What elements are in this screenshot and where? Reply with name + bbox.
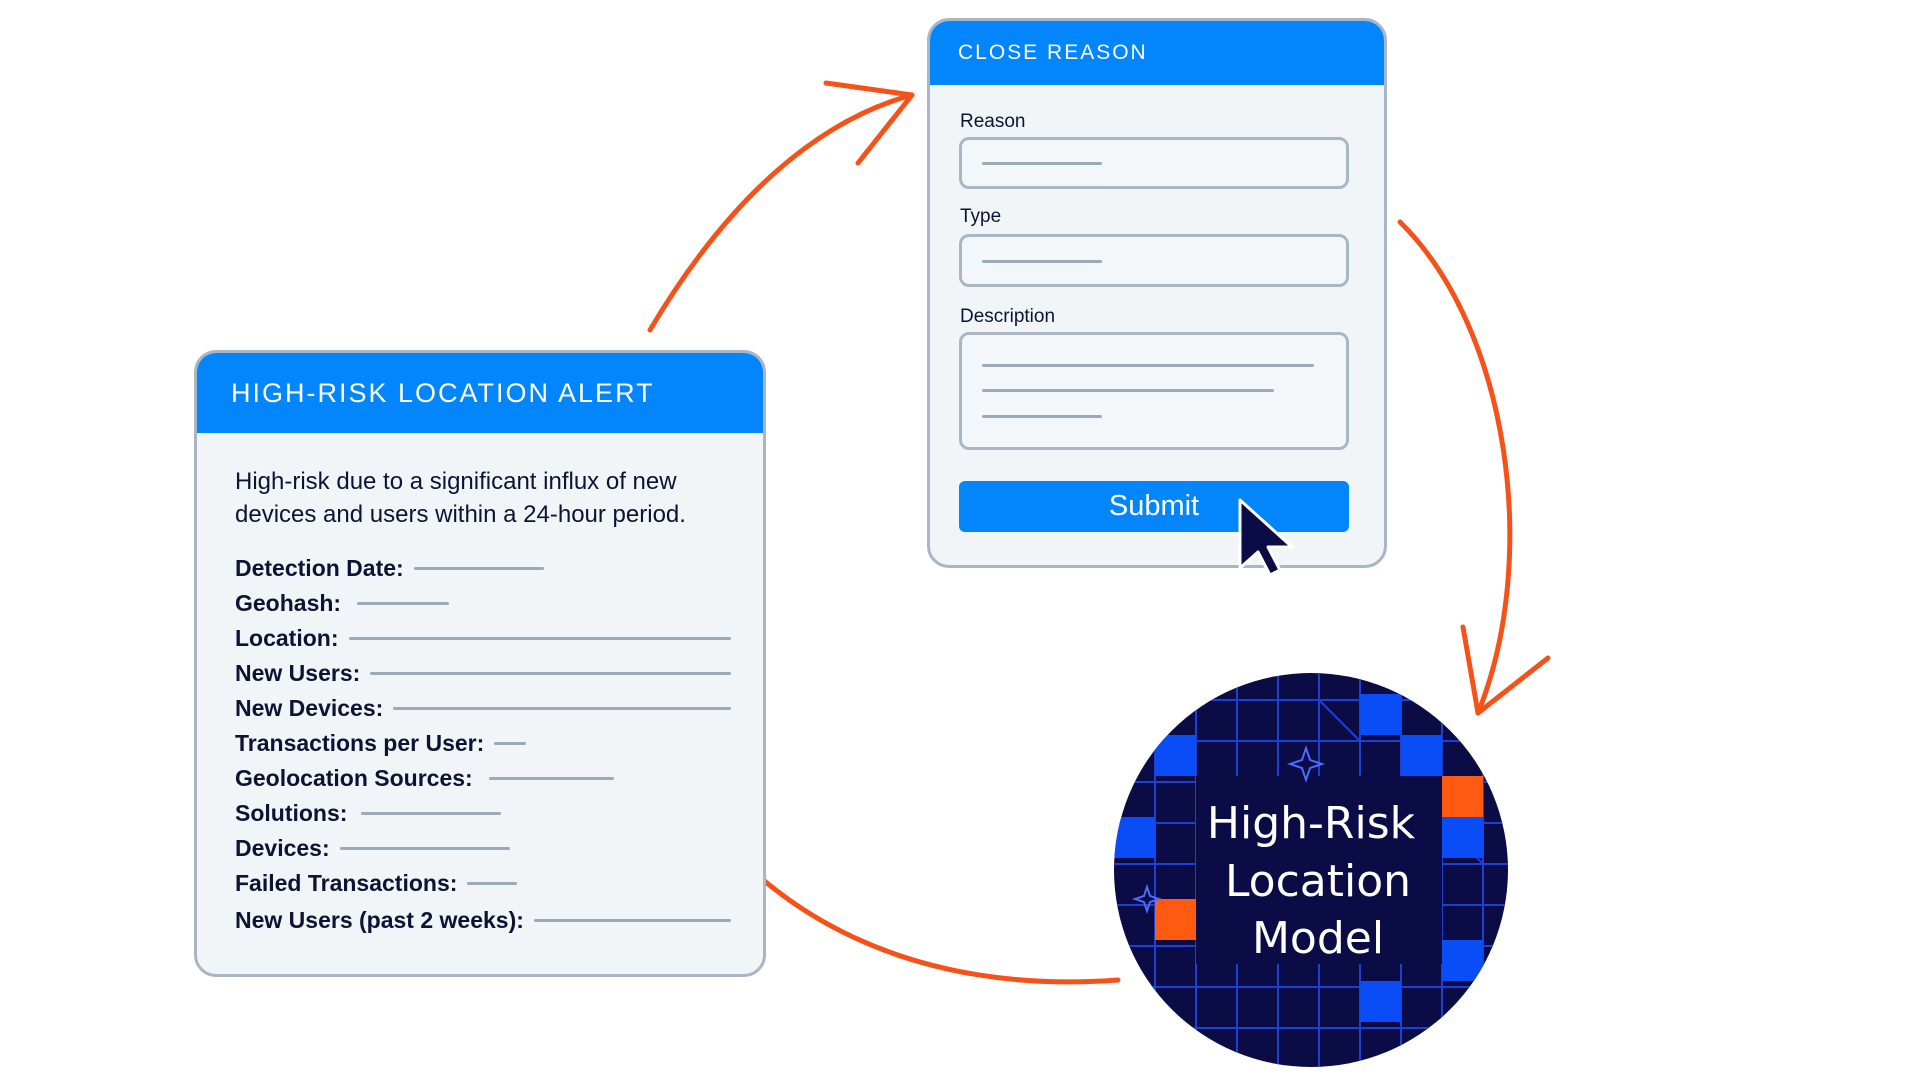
submit-button[interactable]: Submit [959, 481, 1349, 532]
field-label: New Devices: [235, 694, 384, 721]
sparkle-icon [1131, 744, 1326, 915]
value-placeholder-line [533, 918, 731, 922]
field-label: New Users (past 2 weeks): [235, 906, 524, 933]
type-label: Type [960, 206, 1002, 227]
field-solutions: Solutions: [235, 798, 731, 828]
field-label: Solutions: [235, 799, 348, 826]
arrow-alert-to-form [647, 80, 915, 333]
model-circle: High-Risk Location Model [1114, 673, 1508, 1067]
field-label: Location: [235, 624, 339, 651]
value-placeholder-line [361, 811, 502, 815]
field-transactions-per-user: Transactions per User: [235, 728, 731, 758]
input-placeholder-line [982, 260, 1102, 263]
value-placeholder-line [339, 846, 510, 850]
field-label: Transactions per User: [235, 729, 485, 756]
input-placeholder-line [982, 364, 1314, 367]
value-placeholder-line [393, 706, 731, 710]
form-title: CLOSE REASON [930, 21, 1384, 85]
close-reason-card: CLOSE REASON Reason Type Description Sub… [927, 18, 1387, 568]
field-label: New Users: [235, 659, 361, 686]
field-new-users-past-2-weeks: New Users (past 2 weeks): [235, 905, 731, 935]
input-placeholder-line [982, 389, 1274, 392]
model-title-line2: Location [1225, 856, 1411, 907]
alert-title: HIGH-RISK LOCATION ALERT [197, 353, 763, 433]
model-title-line3: Model [1252, 913, 1384, 964]
field-detection-date: Detection Date: [235, 553, 731, 583]
value-placeholder-line [348, 636, 731, 640]
model-tiles [1114, 694, 1483, 1022]
value-placeholder-line [370, 671, 731, 675]
field-label: Detection Date: [235, 554, 404, 581]
value-placeholder-line [467, 881, 518, 885]
description-textarea[interactable] [959, 332, 1349, 450]
alert-card: HIGH-RISK LOCATION ALERT High-risk due t… [194, 350, 766, 977]
input-placeholder-line [982, 415, 1102, 418]
field-failed-transactions: Failed Transactions: [235, 868, 731, 898]
field-geolocation-sources: Geolocation Sources: [235, 763, 731, 793]
field-new-devices: New Devices: [235, 693, 731, 723]
field-label: Devices: [235, 834, 330, 861]
value-placeholder-line [357, 601, 450, 605]
value-placeholder-line [413, 566, 544, 570]
field-new-users: New Users: [235, 658, 731, 688]
alert-description: High-risk due to a significant influx of… [235, 468, 686, 528]
reason-input[interactable] [959, 137, 1349, 189]
field-label: Geohash: [235, 589, 342, 616]
field-location: Location: [235, 623, 731, 653]
model-title-line1: High-Risk [1207, 798, 1416, 849]
field-label: Geolocation Sources: [235, 764, 473, 791]
field-geohash: Geohash: [235, 588, 731, 618]
field-label: Failed Transactions: [235, 869, 458, 896]
arrow-form-to-model [1397, 219, 1551, 716]
type-select[interactable] [959, 234, 1349, 287]
reason-label: Reason [960, 111, 1026, 132]
input-placeholder-line [982, 162, 1102, 165]
value-placeholder-line [488, 776, 614, 780]
description-label: Description [960, 306, 1056, 327]
value-placeholder-line [494, 741, 527, 745]
field-devices: Devices: [235, 833, 731, 863]
